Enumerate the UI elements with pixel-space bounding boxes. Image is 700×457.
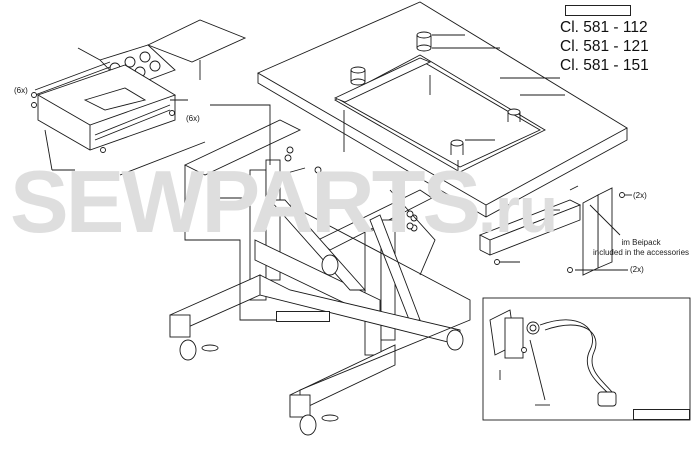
accessory-tray: [34, 19, 247, 176]
screws: [31, 92, 625, 353]
accessories-note-de: im Beipack: [621, 238, 661, 247]
model-label-3: Cl. 581 - 151: [560, 57, 649, 74]
power-unit-box: [482, 297, 691, 421]
part-number-box-power: [633, 409, 690, 420]
part-number-box-stand: [276, 311, 330, 322]
accessories-note: im Beipack included in the accessories: [584, 238, 698, 257]
model-label-2: Cl. 581 - 121: [560, 38, 649, 55]
qty-tray-screws-left: (6x): [14, 86, 28, 95]
part-number-box-header: [565, 5, 631, 16]
stand-frame: [169, 104, 471, 436]
qty-bracket-screws-top: (2x): [633, 191, 647, 200]
table-fittings: [333, 31, 565, 170]
qty-tray-screws-right: (6x): [186, 114, 200, 123]
model-label-1: Cl. 581 - 112: [560, 19, 648, 36]
rail-and-bracket: [478, 185, 632, 276]
accessories-note-en: included in the accessories: [592, 247, 690, 257]
qty-bracket-screws-bottom: (2x): [630, 265, 644, 274]
